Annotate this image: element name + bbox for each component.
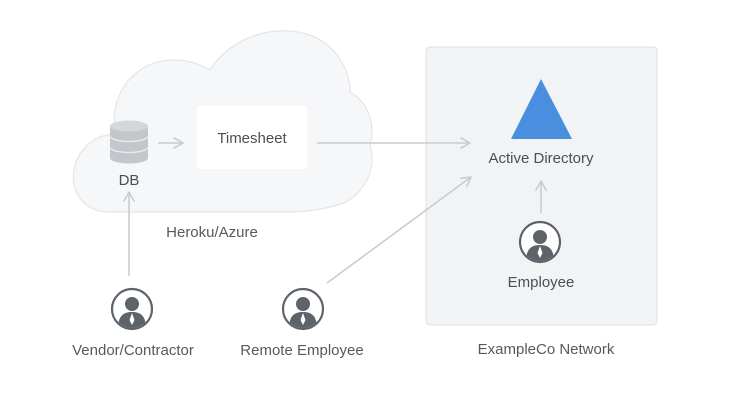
db-label: DB [119, 172, 140, 189]
vendor-contractor-label: Vendor/Contractor [72, 342, 194, 359]
timesheet-box [197, 106, 307, 169]
employee-label: Employee [508, 274, 575, 291]
vendor-contractor-avatar-icon [110, 287, 154, 331]
remote-employee-avatar-icon [281, 287, 325, 331]
network-label: ExampleCo Network [478, 341, 615, 358]
remote-employee-to-ad-arrow [326, 176, 472, 284]
active-directory-label: Active Directory [488, 150, 594, 167]
active-directory-triangle-icon [511, 79, 572, 139]
database-icon [109, 120, 149, 164]
remote-employee-label: Remote Employee [240, 342, 363, 359]
cloud-label: Heroku/Azure [166, 224, 258, 241]
timesheet-label: Timesheet [217, 130, 287, 147]
employee-avatar-icon [518, 220, 562, 264]
